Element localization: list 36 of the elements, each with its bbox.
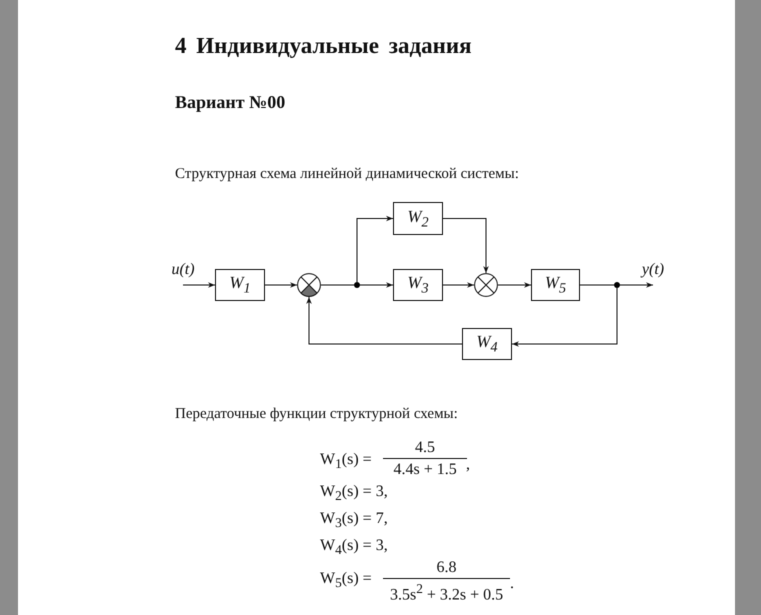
arrow (306, 296, 462, 344)
fraction-denominator: 3.5s$^{2}$ + 3.2s + 0.5 (390, 582, 504, 604)
arrow (264, 282, 298, 288)
arrow (182, 282, 216, 288)
transfer-function-block: W$_{5}$ (531, 269, 580, 301)
paragraph-text: Передаточные функции структурной схемы: (175, 407, 458, 422)
formula-text: W$_{4}$(s) = 3, (320, 538, 388, 557)
formula-text: W$_{3}$(s) = 7, (320, 511, 388, 530)
arrow (356, 216, 394, 282)
section-heading: 4 Индивидуальные задания (175, 34, 472, 57)
fraction-denominator: 4.4s + 1.5 (394, 462, 457, 478)
signal-label: u(t) (167, 262, 199, 285)
formula-text: W$_{1}$(s) = (320, 452, 372, 471)
punctuation-mark: , (466, 457, 470, 473)
arrow (620, 282, 654, 288)
summing-junction (474, 273, 498, 297)
punctuation-mark: . (510, 576, 514, 592)
summing-junction (297, 273, 321, 297)
fraction-numerator: 6.8 (436, 560, 456, 576)
subsection-heading: Вариант №00 (175, 93, 286, 111)
formula-text: W$_{5}$(s) = (320, 571, 372, 590)
transfer-function-block: W$_{4}$ (462, 328, 512, 360)
arrow (512, 288, 618, 347)
connector-line (320, 284, 354, 286)
transfer-function-block: W$_{2}$ (393, 202, 443, 235)
transfer-function-block: W$_{3}$ (393, 269, 443, 301)
arrow (442, 218, 489, 274)
arrow (442, 282, 474, 288)
arrow (360, 282, 394, 288)
formula-text: W$_{2}$(s) = 3, (320, 484, 388, 503)
transfer-function-block: W$_{1}$ (215, 269, 265, 301)
signal-label: y(t) (637, 262, 669, 285)
arrow (498, 282, 532, 288)
connector-line (580, 284, 614, 286)
paragraph-text: Структурная схема линейной динамической системы: (175, 167, 519, 182)
fraction-numerator: 4.5 (415, 440, 435, 456)
